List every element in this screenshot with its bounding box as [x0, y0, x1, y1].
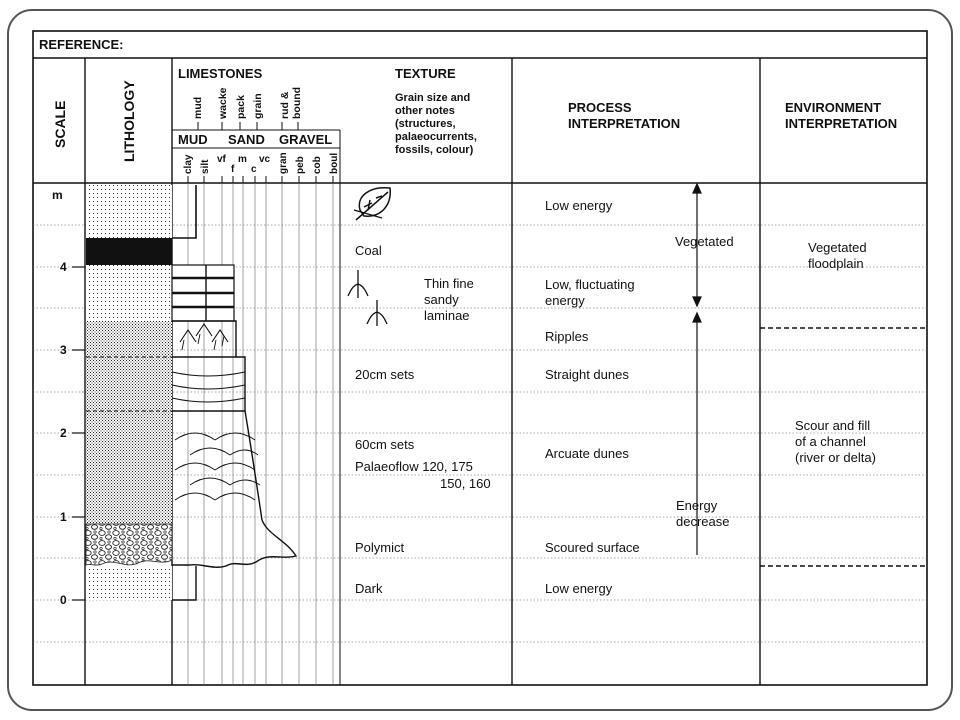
vegetated-arrow: [692, 182, 702, 308]
grain-silt: silt: [200, 159, 211, 174]
process-low-fluct-1: Low, fluctuating: [545, 277, 635, 292]
grain-vc: vc: [259, 154, 271, 165]
limestones-header: LIMESTONES: [178, 66, 263, 81]
env-channel-3: (river or delta): [795, 450, 876, 465]
scale-ticks: [72, 266, 85, 601]
grain-f: f: [231, 164, 235, 175]
grain-m: m: [238, 154, 247, 165]
litho-pebbles: [85, 523, 173, 566]
env-floodplain-1: Vegetated: [808, 240, 867, 255]
process-energy-2: decrease: [676, 514, 729, 529]
mud-header: MUD: [178, 132, 208, 147]
lithology-header: LITHOLOGY: [121, 80, 137, 162]
process-straight-dunes: Straight dunes: [545, 367, 629, 382]
environment-header-1: ENVIRONMENT: [785, 100, 881, 115]
env-channel-1: Scour and fill: [795, 418, 870, 433]
environment-header-2: INTERPRETATION: [785, 116, 897, 131]
scale-1: 1: [60, 510, 67, 524]
sand-header: SAND: [228, 132, 265, 147]
process-header-2: INTERPRETATION: [568, 116, 680, 131]
grain-profile: [171, 185, 298, 601]
process-energy-1: Energy: [676, 498, 718, 513]
texture-thin-fine-3: laminae: [424, 308, 470, 323]
process-arcuate-dunes: Arcuate dunes: [545, 446, 629, 461]
gravel-header: GRAVEL: [279, 132, 332, 147]
grain-boul: boul: [329, 153, 340, 174]
process-low-energy-bottom: Low energy: [545, 581, 613, 596]
litho-top-sand: [86, 185, 172, 238]
limestone-rud: rud &: [279, 91, 291, 119]
process-ripples: Ripples: [545, 329, 589, 344]
grain-peb: peb: [295, 156, 306, 174]
scale-2: 2: [60, 426, 67, 440]
litho-coal: [86, 238, 172, 265]
grain-cob: cob: [312, 156, 323, 174]
leaf-fossil-icon: [353, 187, 391, 221]
litho-laminated: [86, 265, 172, 321]
env-channel-2: of a channel: [795, 434, 866, 449]
reference-label: REFERENCE:: [39, 37, 124, 52]
limestone-bound: bound: [291, 87, 303, 119]
limestone-ticks: [197, 122, 299, 130]
process-scoured-surface: Scoured surface: [545, 540, 640, 555]
energy-decrease-arrow: [692, 311, 702, 555]
texture-thin-fine-2: sandy: [424, 292, 459, 307]
grain-clay: clay: [183, 154, 194, 174]
scale-4: 4: [60, 260, 67, 274]
texture-palaeoflow-2: 150, 160: [440, 476, 491, 491]
texture-60cm-sets: 60cm sets: [355, 437, 415, 452]
texture-dark: Dark: [355, 581, 383, 596]
grain-vf: vf: [217, 154, 227, 165]
texture-coal: Coal: [355, 243, 382, 258]
process-vegetated: Vegetated: [675, 234, 734, 249]
texture-polymict: Polymict: [355, 540, 405, 555]
process-low-fluct-2: energy: [545, 293, 585, 308]
page-frame: [7, 9, 953, 711]
litho-ripple-sand: [86, 321, 172, 357]
scale-unit: m: [52, 188, 63, 202]
texture-note-2: other notes: [395, 105, 455, 117]
limestone-wacke: wacke: [217, 87, 229, 120]
lithology-column: [85, 185, 173, 600]
litho-dune-sand: [86, 357, 172, 524]
limestone-pack: pack: [235, 95, 247, 119]
root-trace-icon: [347, 270, 388, 326]
texture-note-3: (structures,: [395, 118, 456, 130]
grain-ticks: [187, 176, 334, 183]
litho-dark-mud: [86, 566, 172, 600]
limestone-mud: mud: [192, 97, 204, 119]
texture-note-5: fossils, colour): [395, 144, 474, 156]
grain-gran: gran: [278, 152, 289, 174]
scale-3: 3: [60, 343, 67, 357]
env-floodplain-2: floodplain: [808, 256, 864, 271]
texture-note-1: Grain size and: [395, 92, 470, 104]
table-border: [32, 30, 928, 686]
texture-palaeoflow-1: Palaeoflow 120, 175: [355, 459, 473, 474]
process-header-1: PROCESS: [568, 100, 632, 115]
texture-20cm-sets: 20cm sets: [355, 367, 415, 382]
limestone-grain: grain: [252, 93, 264, 119]
texture-header: TEXTURE: [395, 66, 456, 81]
process-low-energy-top: Low energy: [545, 198, 613, 213]
scale-header: SCALE: [52, 101, 68, 148]
scale-0: 0: [60, 593, 67, 607]
texture-note-4: palaeocurrents,: [395, 131, 477, 143]
texture-thin-fine-1: Thin fine: [424, 276, 474, 291]
grain-c: c: [251, 164, 257, 175]
